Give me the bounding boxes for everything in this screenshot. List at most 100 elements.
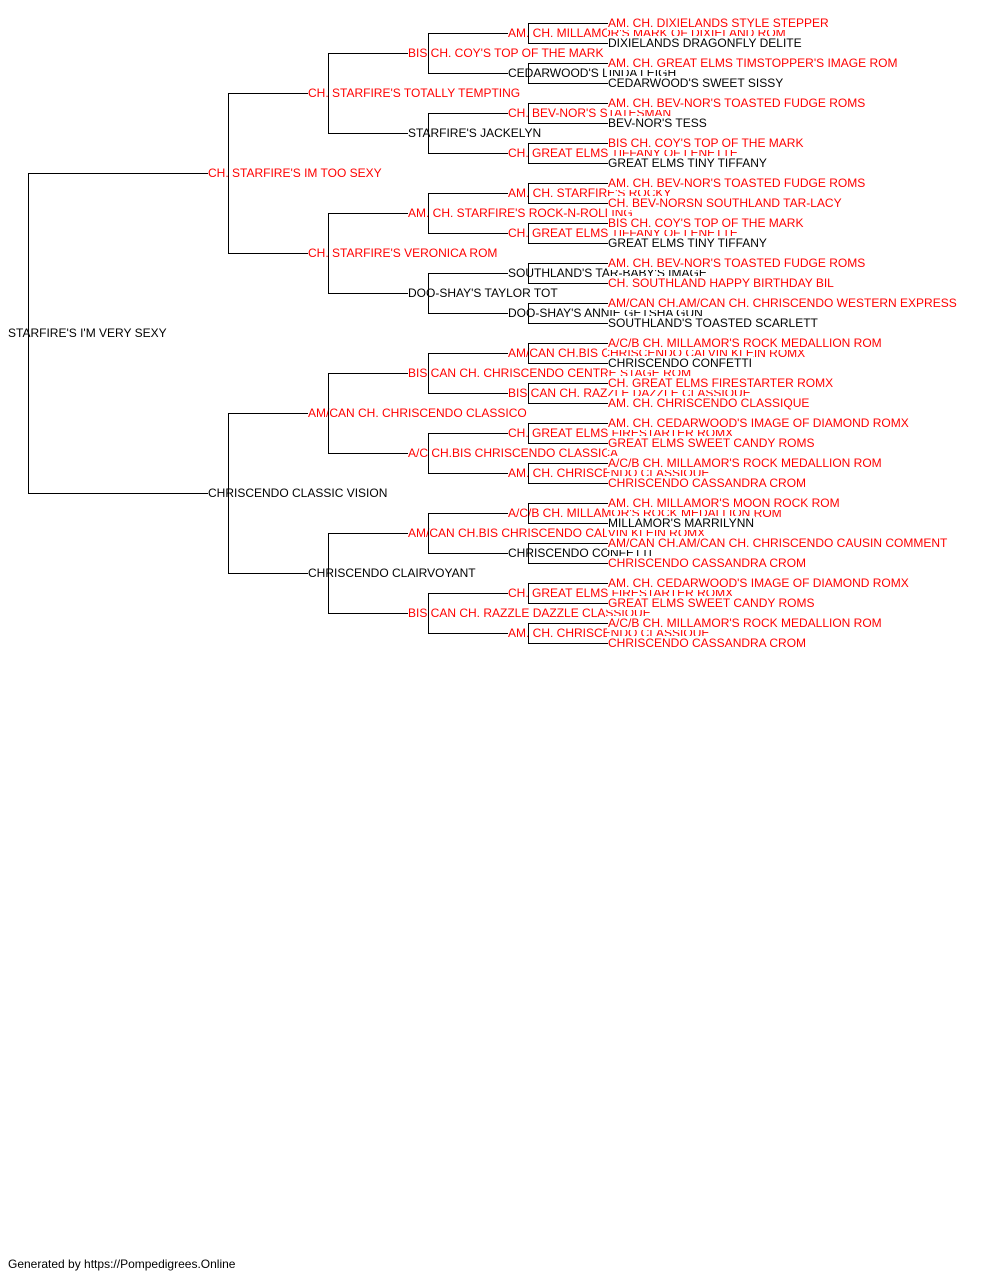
gen5-ancestor-name: AM. CH. BEV-NOR'S TOASTED FUDGE ROMS (607, 176, 867, 190)
connector-line (528, 23, 529, 44)
connector-line (528, 63, 608, 64)
gen5-ancestor-name: SOUTHLAND'S TOASTED SCARLETT (607, 316, 819, 330)
gen5-ancestor-name: AM. CH. GREAT ELMS TIMSTOPPER'S IMAGE RO… (607, 56, 899, 70)
connector-line (328, 213, 329, 294)
connector-line (528, 323, 608, 324)
gen3-ancestor-name: BIS CH. COY'S TOP OF THE MARK (407, 46, 605, 60)
connector-line (228, 253, 308, 254)
connector-line (528, 83, 608, 84)
gen5-ancestor-name: CHRISCENDO CASSANDRA CROM (607, 636, 808, 650)
gen5-ancestor-name: GREAT ELMS TINY TIFFANY (607, 156, 768, 170)
connector-line (528, 463, 529, 484)
gen5-ancestor-name: AM. CH. CHRISCENDO CLASSIQUE (607, 396, 811, 410)
connector-line (328, 373, 408, 374)
connector-line (528, 303, 608, 304)
subject-name: STARFIRE'S I'M VERY SEXY (7, 326, 168, 340)
gen5-ancestor-name: CHRISCENDO CONFETTI (607, 356, 753, 370)
connector-line (528, 223, 608, 224)
connector-line (528, 303, 529, 324)
connector-line (428, 633, 508, 634)
connector-line (528, 383, 529, 404)
gen5-ancestor-name: AM. CH. BEV-NOR'S TOASTED FUDGE ROMS (607, 96, 867, 110)
gen5-ancestor-name: A/C/B CH. MILLAMOR'S ROCK MEDALLION ROM (607, 336, 883, 350)
connector-line (528, 543, 529, 564)
connector-line (328, 53, 408, 54)
connector-line (528, 483, 608, 484)
connector-line (428, 593, 429, 634)
gen5-ancestor-name: AM. CH. CEDARWOOD'S IMAGE OF DIAMOND ROM… (607, 416, 910, 430)
connector-line (528, 423, 529, 444)
connector-line (528, 463, 608, 464)
connector-line (28, 173, 29, 494)
connector-line (428, 33, 429, 74)
connector-line (528, 223, 529, 244)
gen5-ancestor-name: AM. CH. BEV-NOR'S TOASTED FUDGE ROMS (607, 256, 867, 270)
connector-line (528, 183, 608, 184)
connector-line (228, 93, 308, 94)
gen5-ancestor-name: DIXIELANDS DRAGONFLY DELITE (607, 36, 803, 50)
gen3-ancestor-name: A/C CH.BIS CHRISCENDO CLASSICA (407, 446, 620, 460)
connector-line (428, 513, 429, 554)
connector-line (528, 423, 608, 424)
connector-line (428, 113, 508, 114)
connector-line (428, 273, 508, 274)
connector-line (528, 523, 608, 524)
gen5-ancestor-name: AM. CH. DIXIELANDS STYLE STEPPER (607, 16, 830, 30)
connector-line (428, 473, 508, 474)
connector-line (228, 413, 308, 414)
gen5-ancestor-name: GREAT ELMS SWEET CANDY ROMS (607, 436, 816, 450)
connector-line (528, 283, 608, 284)
connector-line (328, 133, 408, 134)
connector-line (428, 513, 508, 514)
gen5-ancestor-name: MILLAMOR'S MARRILYNN (607, 516, 756, 530)
generated-by-footer: Generated by https://Pompedigrees.Online (8, 1257, 236, 1271)
gen5-ancestor-name: BEV-NOR'S TESS (607, 116, 708, 130)
connector-line (428, 273, 429, 314)
connector-line (528, 503, 529, 524)
connector-line (428, 73, 508, 74)
connector-line (528, 503, 608, 504)
connector-line (528, 543, 608, 544)
connector-line (528, 23, 608, 24)
connector-line (528, 343, 608, 344)
gen5-ancestor-name: AM. CH. MILLAMOR'S MOON ROCK ROM (607, 496, 841, 510)
connector-line (328, 613, 408, 614)
connector-line (428, 193, 508, 194)
connector-line (428, 433, 508, 434)
connector-line (528, 143, 608, 144)
connector-line (428, 433, 429, 474)
gen5-ancestor-name: BIS CH. COY'S TOP OF THE MARK (607, 136, 805, 150)
gen1-ancestor-name: CH. STARFIRE'S IM TOO SEXY (207, 166, 383, 180)
connector-line (428, 353, 508, 354)
connector-line (228, 93, 229, 254)
connector-line (528, 263, 529, 284)
connector-line (528, 143, 529, 164)
connector-line (528, 403, 608, 404)
connector-line (528, 343, 529, 364)
connector-line (328, 293, 408, 294)
gen5-ancestor-name: CH. BEV-NORSN SOUTHLAND TAR-LACY (607, 196, 843, 210)
connector-line (428, 313, 508, 314)
connector-line (428, 113, 429, 154)
gen5-ancestor-name: GREAT ELMS SWEET CANDY ROMS (607, 596, 816, 610)
connector-line (528, 623, 608, 624)
gen5-ancestor-name: GREAT ELMS TINY TIFFANY (607, 236, 768, 250)
gen3-ancestor-name: AM. CH. STARFIRE'S ROCK-N-ROLLING (407, 206, 634, 220)
connector-line (428, 353, 429, 394)
gen2-ancestor-name: CH. STARFIRE'S TOTALLY TEMPTING (307, 86, 522, 100)
connector-line (528, 603, 608, 604)
connector-line (228, 573, 308, 574)
connector-line (328, 53, 329, 134)
connector-line (328, 213, 408, 214)
gen1-ancestor-name: CHRISCENDO CLASSIC VISION (207, 486, 389, 500)
connector-line (528, 63, 529, 84)
gen5-ancestor-name: AM/CAN CH.AM/CAN CH. CHRISCENDO WESTERN … (607, 296, 958, 310)
connector-line (428, 33, 508, 34)
connector-line (428, 553, 508, 554)
connector-line (528, 43, 608, 44)
connector-line (528, 563, 608, 564)
connector-line (528, 623, 529, 644)
connector-line (428, 393, 508, 394)
connector-line (528, 643, 608, 644)
